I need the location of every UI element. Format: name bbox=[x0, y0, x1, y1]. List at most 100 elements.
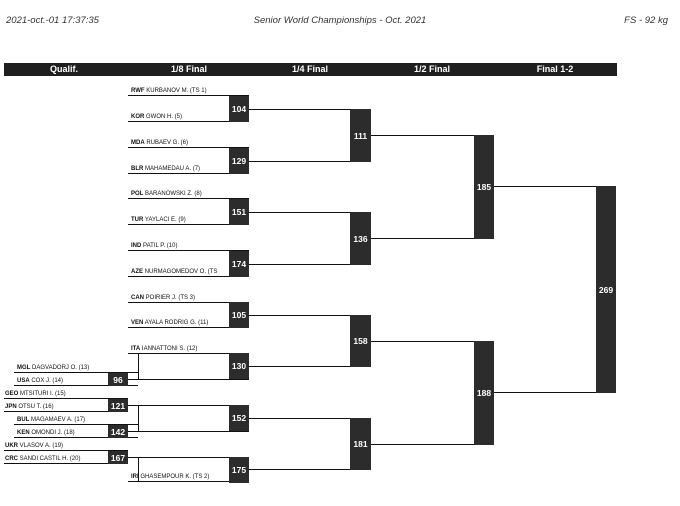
wrestler-name: AYALA RODRIG G. (11) bbox=[144, 320, 209, 326]
bout-number: 96 bbox=[108, 373, 128, 386]
connector bbox=[128, 457, 138, 458]
connector bbox=[371, 341, 494, 342]
bout-number-final: 269 bbox=[596, 186, 616, 393]
connector bbox=[138, 405, 139, 432]
wrestler-name: PATIL P. (10) bbox=[143, 243, 178, 249]
wrestler-name: GHASEMPOUR K. (TS 2) bbox=[140, 474, 210, 480]
bracket-slot: KEN OMONDI J. (18) bbox=[14, 425, 138, 438]
bracket-slot: POL BARANOWSKI Z. (8) bbox=[128, 186, 249, 199]
bracket-slot: CRC SANDI CASTIL H. (20) bbox=[4, 451, 128, 464]
bracket-slot: IRI GHASEMPOUR K. (TS 2) bbox=[128, 469, 249, 482]
connector bbox=[138, 457, 139, 482]
bout-number: 121 bbox=[108, 399, 128, 412]
bracket-slot: AZE NURMAGOMEDOV O. (TS bbox=[128, 264, 249, 277]
bout-number: 136 bbox=[350, 212, 371, 265]
connector bbox=[249, 315, 371, 316]
connector bbox=[138, 379, 249, 380]
country-code: USA bbox=[17, 378, 30, 384]
wrestler-name: MAHAMEDAU A. (7) bbox=[145, 166, 201, 172]
connector bbox=[138, 405, 249, 406]
connector bbox=[138, 457, 249, 458]
country-code: UKR bbox=[5, 443, 18, 449]
country-code: BLR bbox=[131, 166, 144, 172]
country-code: GEO bbox=[5, 391, 19, 397]
connector bbox=[249, 418, 371, 419]
country-code: RWF bbox=[131, 88, 145, 94]
bout-number: 185 bbox=[474, 135, 494, 239]
bout-number: 158 bbox=[350, 315, 371, 367]
connector bbox=[249, 161, 371, 162]
country-code: JPN bbox=[5, 404, 17, 410]
wrestler-name: MAGAMAEV A. (17) bbox=[31, 417, 86, 423]
bout-number: 151 bbox=[229, 199, 249, 225]
timestamp: 2021-oct.-01 17:37:35 bbox=[6, 15, 99, 26]
bout-number: 181 bbox=[350, 418, 371, 470]
country-code: MDA bbox=[131, 140, 145, 146]
round-header-quarter: 1/4 Final bbox=[291, 64, 328, 74]
wrestler-name: RUBAEV G. (6) bbox=[146, 140, 189, 146]
wrestler-name: SANDI CASTIL H. (20) bbox=[19, 456, 81, 462]
round-header-eighth: 1/8 Final bbox=[170, 64, 207, 74]
wrestler-name: MTSITURI I. (15) bbox=[20, 391, 66, 397]
bout-number: 167 bbox=[108, 451, 128, 464]
connector bbox=[128, 379, 138, 380]
bout-number: 130 bbox=[229, 353, 249, 379]
wrestler-name: COX J. (14) bbox=[31, 378, 64, 384]
wrestler-name: DAGVADORJ O. (13) bbox=[32, 365, 90, 371]
country-code: TUR bbox=[131, 217, 144, 223]
round-header-semi: 1/2 Final bbox=[413, 64, 450, 74]
connector bbox=[249, 366, 371, 367]
country-code: BUL bbox=[17, 417, 30, 423]
round-header-final: Final 1-2 bbox=[536, 64, 574, 74]
country-code: CAN bbox=[131, 295, 144, 301]
country-code: VEN bbox=[131, 320, 144, 326]
connector bbox=[138, 431, 249, 432]
wrestler-name: OMONDI J. (18) bbox=[31, 430, 75, 436]
bracket-slot: MGL DAGVADORJ O. (13) bbox=[14, 360, 138, 373]
bracket-slot: IND PATIL P. (10) bbox=[128, 238, 249, 251]
bout-number: 105 bbox=[229, 302, 249, 328]
connector bbox=[249, 264, 371, 265]
bout-number: 142 bbox=[108, 425, 128, 438]
connector bbox=[494, 392, 616, 393]
bracket-slot-empty bbox=[128, 392, 249, 405]
bracket-slot: BUL MAGAMAEV A. (17) bbox=[14, 412, 138, 425]
bout-number: 175 bbox=[229, 457, 249, 483]
connector bbox=[138, 353, 139, 380]
bracket-slot: RWF KURBANOV M. (TS 1) bbox=[128, 83, 249, 96]
bout-number: 104 bbox=[229, 96, 249, 122]
wrestler-name: GWON H. (5) bbox=[146, 114, 183, 120]
connector bbox=[494, 186, 616, 187]
connector bbox=[249, 469, 371, 470]
bout-number: 152 bbox=[229, 405, 249, 431]
connector bbox=[249, 109, 371, 110]
country-code: MGL bbox=[17, 365, 31, 371]
connector bbox=[128, 431, 138, 432]
country-code: POL bbox=[131, 191, 144, 197]
connector bbox=[371, 135, 494, 136]
bracket-slot: KOR GWON H. (5) bbox=[128, 109, 249, 122]
country-code: AZE bbox=[131, 269, 143, 275]
bracket-slot: ITA IANNATTONI S. (12) bbox=[128, 341, 249, 354]
bracket-slot-empty bbox=[128, 444, 249, 457]
wrestler-name: VLASOV A. (19) bbox=[19, 443, 64, 449]
connector bbox=[371, 238, 494, 239]
country-code: KEN bbox=[17, 430, 30, 436]
bracket-slot: VEN AYALA RODRIG G. (11) bbox=[128, 315, 249, 328]
wrestler-name: BARANOWSKI Z. (8) bbox=[145, 191, 202, 197]
wrestler-name: NURMAGOMEDOV O. (TS bbox=[144, 269, 218, 275]
round-header-qualif: Qualif. bbox=[49, 64, 78, 74]
connector bbox=[128, 405, 138, 406]
country-code: ITA bbox=[131, 346, 141, 352]
wrestler-name: KURBANOV M. (TS 1) bbox=[146, 88, 207, 94]
round-header-bar: Qualif. 1/8 Final 1/4 Final 1/2 Final Fi… bbox=[4, 63, 617, 76]
bout-number: 111 bbox=[350, 109, 371, 162]
country-code: IND bbox=[131, 243, 142, 249]
bout-number: 188 bbox=[474, 341, 494, 445]
bracket-slot: MDA RUBAEV G. (6) bbox=[128, 135, 249, 148]
event-title: Senior World Championships - Oct. 2021 bbox=[253, 15, 427, 26]
country-code: KOR bbox=[131, 114, 145, 120]
country-code: IRI bbox=[131, 474, 139, 480]
bracket-slot: TUR YAYLACI E. (9) bbox=[128, 212, 249, 225]
connector bbox=[371, 444, 494, 445]
